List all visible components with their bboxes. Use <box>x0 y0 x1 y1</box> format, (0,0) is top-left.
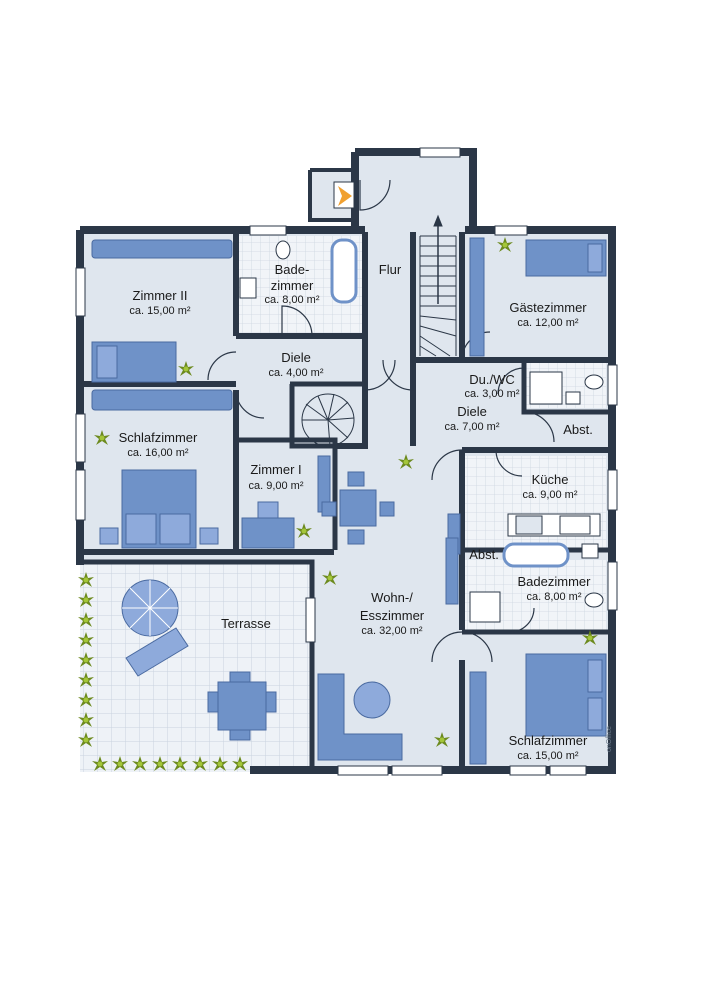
label-flur: Flur <box>379 262 402 277</box>
label-diele-left-name: Diele <box>281 350 311 365</box>
label-schlafzimmer-left-name: Schlafzimmer <box>119 430 198 445</box>
staircase <box>301 214 457 447</box>
label-zimmer2-area: ca. 15,00 m² <box>129 305 190 317</box>
label-wohn-name1: Wohn-/ <box>371 590 413 605</box>
label-schlafzimmer-left-area: ca. 16,00 m² <box>127 447 188 459</box>
watermark: onOffice <box>606 726 613 752</box>
label-diele-right-area: ca. 7,00 m² <box>444 421 499 433</box>
label-wohn-area: ca. 32,00 m² <box>361 625 422 637</box>
room-labels: Zimmer II ca. 15,00 m² Bade- zimmer ca. … <box>119 262 613 762</box>
label-zimmer2-name: Zimmer II <box>133 288 188 303</box>
furniture <box>91 237 607 765</box>
label-bath-right-area: ca. 8,00 m² <box>526 591 581 603</box>
label-gaestezimmer-area: ca. 12,00 m² <box>517 317 578 329</box>
label-bath-top-area: ca. 8,00 m² <box>264 294 319 306</box>
label-diele-left-area: ca. 4,00 m² <box>268 367 323 379</box>
floors <box>80 152 612 772</box>
label-abst-mid: Abst. <box>469 547 499 562</box>
label-bath-top-name2: zimmer <box>271 278 314 293</box>
label-schlafzimmer-right-area: ca. 15,00 m² <box>517 750 578 762</box>
label-kueche-area: ca. 9,00 m² <box>522 489 577 501</box>
label-zimmer1-area: ca. 9,00 m² <box>248 480 303 492</box>
label-duwc-name: Du./WC <box>469 372 515 387</box>
label-kueche-name: Küche <box>532 472 569 487</box>
label-terrasse: Terrasse <box>221 616 271 631</box>
label-zimmer1-name: Zimmer I <box>250 462 301 477</box>
windows <box>75 147 618 776</box>
label-abst-top: Abst. <box>563 422 593 437</box>
label-gaestezimmer-name: Gästezimmer <box>509 300 587 315</box>
label-diele-right-name: Diele <box>457 404 487 419</box>
label-schlafzimmer-right-name: Schlafzimmer <box>509 733 588 748</box>
entrance <box>333 181 355 209</box>
label-duwc-area: ca. 3,00 m² <box>464 388 519 400</box>
label-bath-right-name: Badezimmer <box>518 574 592 589</box>
label-wohn-name2: Esszimmer <box>360 608 425 623</box>
label-bath-top-name1: Bade- <box>275 262 310 277</box>
terrace-floor <box>80 562 310 772</box>
doors <box>207 179 555 663</box>
